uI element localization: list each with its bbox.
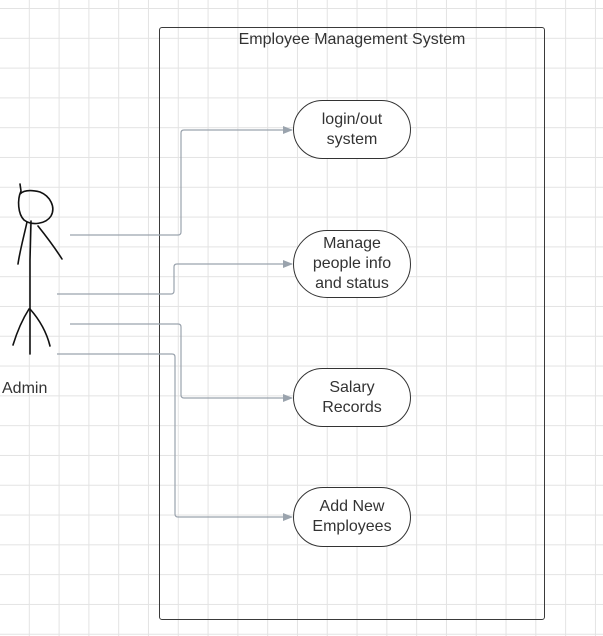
actor-body [29,220,32,355]
actor-head [17,183,54,225]
use-case-add-label: Add New Employees [312,498,392,535]
connector-salary[interactable] [70,323,293,402]
use-case-manage-label: Manage people info and status [312,235,392,292]
use-case-add[interactable]: Add New Employees [293,487,411,547]
actor-right-leg [29,308,51,347]
use-case-login[interactable]: login/out system [293,100,411,159]
actor-stick-figure[interactable] [12,183,63,355]
actor-left-leg [12,308,30,346]
actor-label: Admin [2,380,48,397]
actor-left-arm [17,221,28,265]
use-case-salary-label: Salary Records [322,378,382,416]
connector-manage[interactable] [57,260,293,295]
connector-login[interactable] [70,126,293,236]
actor-right-arm [37,225,63,260]
use-case-salary[interactable]: Salary Records [293,368,411,427]
use-case-manage[interactable]: Manage people info and status [293,230,411,298]
connector-add[interactable] [57,353,293,521]
use-case-login-label: login/out system [321,110,383,148]
system-title: Employee Management System [238,31,466,48]
